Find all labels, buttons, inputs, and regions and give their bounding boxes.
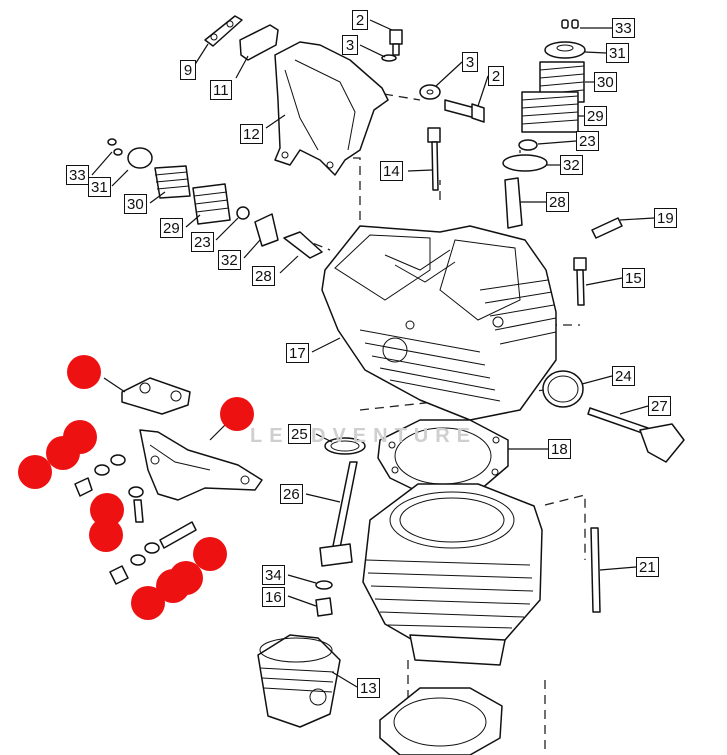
callout-23-right[interactable]: 23 bbox=[576, 131, 599, 151]
red-marker[interactable] bbox=[220, 397, 254, 431]
callout-27[interactable]: 27 bbox=[648, 396, 671, 416]
callout-29-left[interactable]: 29 bbox=[160, 218, 183, 238]
callout-25[interactable]: 25 bbox=[288, 424, 311, 444]
long-bolts bbox=[427, 127, 623, 306]
callout-19[interactable]: 19 bbox=[654, 208, 677, 228]
red-marker[interactable] bbox=[46, 436, 80, 470]
callout-28-left[interactable]: 28 bbox=[252, 266, 275, 286]
callout-31-right[interactable]: 31 bbox=[606, 43, 629, 63]
callout-17[interactable]: 17 bbox=[286, 343, 309, 363]
piston bbox=[257, 634, 341, 728]
callout-28-right[interactable]: 28 bbox=[546, 192, 569, 212]
callout-13[interactable]: 13 bbox=[357, 678, 380, 698]
callout-30-left[interactable]: 30 bbox=[124, 194, 147, 214]
callout-29-right[interactable]: 29 bbox=[584, 106, 607, 126]
cylinder-barrel bbox=[362, 483, 543, 666]
cylinder-head bbox=[321, 225, 557, 421]
callout-34[interactable]: 34 bbox=[262, 565, 285, 585]
callout-2-top[interactable]: 2 bbox=[352, 10, 368, 30]
callout-23-left[interactable]: 23 bbox=[191, 232, 214, 252]
red-marker[interactable] bbox=[131, 586, 165, 620]
callout-18[interactable]: 18 bbox=[548, 439, 571, 459]
callout-21[interactable]: 21 bbox=[636, 557, 659, 577]
callout-16[interactable]: 16 bbox=[262, 587, 285, 607]
callout-11[interactable]: 11 bbox=[210, 80, 232, 100]
callout-3-right[interactable]: 3 bbox=[462, 52, 478, 72]
callout-2-right[interactable]: 2 bbox=[488, 66, 504, 86]
intake-valve bbox=[315, 461, 358, 617]
lower-left-bracket bbox=[74, 377, 263, 585]
red-marker[interactable] bbox=[89, 518, 123, 552]
seal-and-valve bbox=[542, 370, 685, 463]
callout-33-right[interactable]: 33 bbox=[612, 18, 635, 38]
callout-15[interactable]: 15 bbox=[622, 268, 645, 288]
red-marker[interactable] bbox=[67, 355, 101, 389]
head-gasket bbox=[324, 419, 509, 496]
top-bolts bbox=[381, 29, 485, 123]
callout-9[interactable]: 9 bbox=[180, 60, 196, 80]
callout-33-left[interactable]: 33 bbox=[66, 165, 89, 185]
callout-26[interactable]: 26 bbox=[280, 484, 303, 504]
callout-32-right[interactable]: 32 bbox=[560, 155, 583, 175]
red-marker[interactable] bbox=[193, 537, 227, 571]
callout-14[interactable]: 14 bbox=[380, 161, 403, 181]
bracket-assembly bbox=[204, 15, 389, 176]
valve-spring-stack-left bbox=[107, 138, 323, 259]
cylinder-stud bbox=[590, 527, 601, 613]
callout-3-top[interactable]: 3 bbox=[342, 35, 358, 55]
valve-spring-stack-right bbox=[502, 19, 586, 229]
callout-24[interactable]: 24 bbox=[612, 366, 635, 386]
callout-30-right[interactable]: 30 bbox=[594, 72, 617, 92]
callout-31-left[interactable]: 31 bbox=[88, 177, 111, 197]
leader-lines bbox=[91, 19, 655, 688]
callout-32-left[interactable]: 32 bbox=[218, 250, 241, 270]
base-gasket bbox=[379, 687, 503, 755]
red-marker[interactable] bbox=[18, 455, 52, 489]
watermark-text: LEADVENTURE bbox=[250, 425, 478, 447]
callout-12[interactable]: 12 bbox=[240, 124, 263, 144]
